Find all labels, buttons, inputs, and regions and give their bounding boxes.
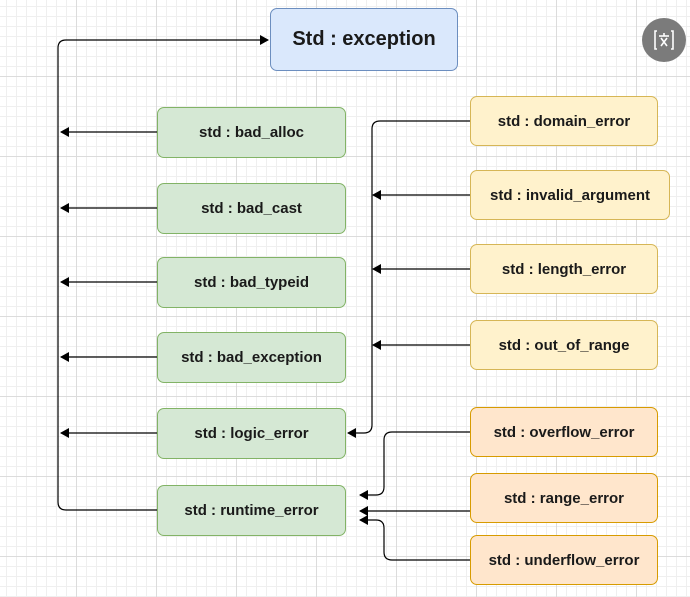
edge-overflow-error [359, 431, 470, 500]
node-length-error[interactable]: std : length_error [470, 244, 658, 294]
translate-button[interactable] [642, 18, 686, 62]
node-bad-exception[interactable]: std : bad_exception [157, 332, 346, 383]
node-range-error[interactable]: std : range_error [470, 473, 658, 523]
translate-icon [654, 30, 674, 50]
node-invalid-argument[interactable]: std : invalid_argument [470, 170, 670, 220]
edge-underflow-error [359, 515, 470, 561]
node-bad-alloc[interactable]: std : bad_alloc [157, 107, 346, 158]
node-logic-error[interactable]: std : logic_error [157, 408, 346, 459]
node-bad-typeid[interactable]: std : bad_typeid [157, 257, 346, 308]
node-out-of-range[interactable]: std : out_of_range [470, 320, 658, 370]
edge-runtime-error-to-exception [57, 35, 269, 511]
node-std-exception[interactable]: Std : exception [270, 8, 458, 71]
node-overflow-error[interactable]: std : overflow_error [470, 407, 658, 457]
node-bad-cast[interactable]: std : bad_cast [157, 183, 346, 234]
node-domain-error[interactable]: std : domain_error [470, 96, 658, 146]
node-underflow-error[interactable]: std : underflow_error [470, 535, 658, 585]
node-runtime-error[interactable]: std : runtime_error [157, 485, 346, 536]
edge-domain-error [347, 120, 470, 438]
